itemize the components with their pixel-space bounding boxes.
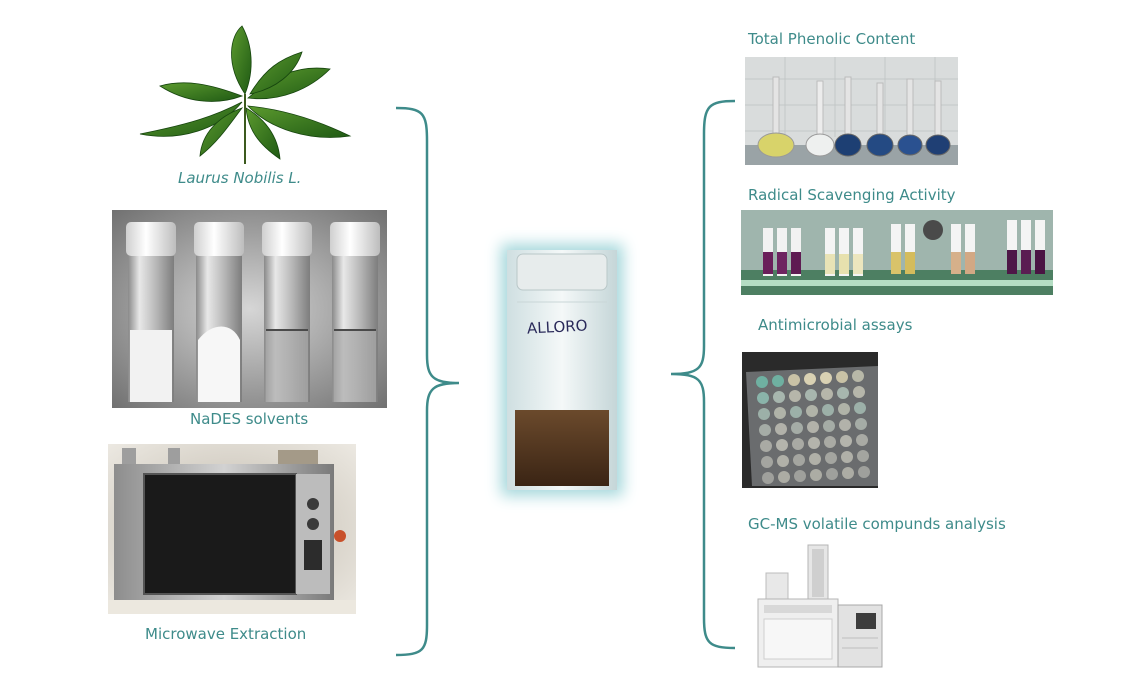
tpc-label: Total Phenolic Content: [748, 30, 916, 48]
volumetric-flasks-photo: [745, 57, 958, 165]
nades-label: NaDES solvents: [190, 410, 309, 428]
laurel-leaves-icon: [130, 24, 360, 169]
gcms-label: GC-MS volatile compunds analysis: [748, 515, 1006, 533]
plant-label: Laurus Nobilis L.: [178, 169, 302, 187]
antimicrobial-label: Antimicrobial assays: [758, 316, 913, 334]
vial-handwritten-label: ALLORO: [526, 316, 588, 338]
petri-dish-tray-photo: [742, 352, 878, 488]
microwave-label: Microwave Extraction: [145, 625, 307, 643]
microwave-oven-photo: [108, 444, 356, 614]
radical-label: Radical Scavenging Activity: [748, 186, 956, 204]
extract-vial-photo: [507, 250, 617, 490]
nades-vials-photo: [112, 210, 387, 408]
cuvettes-photo: [741, 210, 1053, 295]
right-curly-brace: [670, 99, 736, 650]
gc-ms-instrument-icon: [752, 543, 886, 673]
left-curly-brace: [395, 106, 460, 657]
